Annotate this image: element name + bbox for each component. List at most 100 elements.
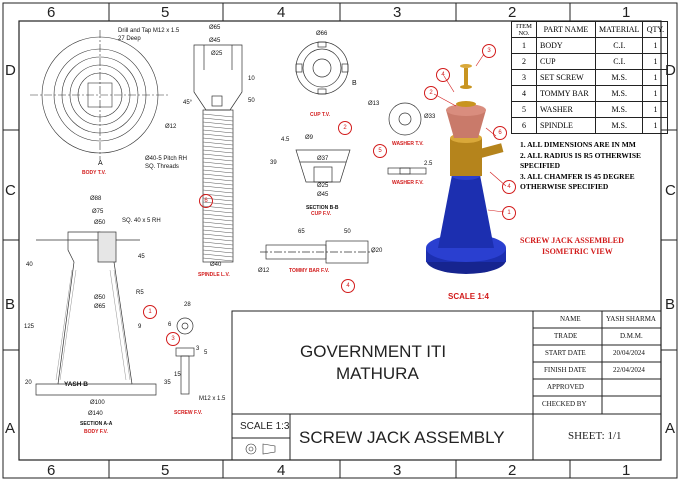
- dim-s6: 6: [168, 322, 172, 328]
- drawing-title: SCREW JACK ASSEMBLY: [299, 428, 505, 447]
- table-header-row: ITEM NO. PART NAME MATERIAL QTY.: [511, 21, 669, 38]
- table-cell: CUP: [536, 53, 596, 70]
- table-cell: M.S.: [594, 101, 644, 118]
- table-cell: SPINDLE: [536, 117, 596, 134]
- table-cell: 5: [511, 101, 537, 118]
- dim-deep: 27 Deep: [118, 36, 141, 42]
- thread-line: [202, 221, 234, 226]
- balloon-3: 3: [166, 332, 180, 346]
- view-label-washer-tv: WASHER T.V.: [392, 141, 424, 147]
- zone-label: D: [5, 62, 16, 79]
- dim-b50b: Ø50: [94, 295, 106, 301]
- thread-line: [202, 189, 234, 194]
- dim-m12: M12 x 1.5: [199, 396, 226, 402]
- thread-line: [202, 133, 234, 138]
- table-cell: M.S.: [594, 85, 644, 102]
- thread-line: [202, 125, 234, 130]
- iso-title: SCREW JACK ASSEMBLED: [520, 236, 624, 245]
- table-cell: BODY: [536, 37, 596, 54]
- table-cell: M.S.: [594, 117, 644, 134]
- view-label-cup-tv: CUP T.V.: [310, 112, 331, 118]
- view-label-section-aa: SECTION A-A: [80, 421, 113, 427]
- thread-line: [202, 177, 234, 182]
- dim-sq: SQ. Threads: [145, 164, 179, 170]
- thread-line: [202, 149, 234, 154]
- dim-t20: Ø20: [371, 248, 383, 254]
- dim-b125: 125: [24, 324, 35, 330]
- field-label-name: NAME: [560, 315, 581, 323]
- thread-line: [202, 129, 234, 134]
- thread-line: [202, 225, 234, 230]
- zone-label: 4: [277, 4, 286, 21]
- table-header: PART NAME: [536, 21, 596, 38]
- table-header: QTY.: [642, 21, 669, 38]
- view-label-washer-fv: WASHER F.V.: [392, 180, 424, 186]
- zone-label: 1: [622, 4, 631, 21]
- dim-d45: Ø45: [209, 38, 221, 44]
- general-notes: 1. ALL DIMENSIONS ARE IN MM 2. ALL RADIU…: [520, 140, 670, 193]
- dim-b75: Ø75: [92, 209, 104, 215]
- zone-label: 1: [622, 462, 631, 479]
- zone-label: C: [5, 182, 16, 199]
- thread-line: [202, 233, 234, 238]
- dim-r5: R5: [136, 290, 144, 296]
- sheet-number: SHEET: 1/1: [568, 430, 622, 442]
- thread-line: [202, 217, 234, 222]
- dim-b45: 45: [138, 254, 145, 260]
- zone-label: 3: [393, 462, 402, 479]
- dim-b20: 20: [25, 380, 32, 386]
- dim-b50: Ø50: [94, 220, 106, 226]
- zone-label: 6: [47, 4, 56, 21]
- table-cell: 3: [511, 69, 537, 86]
- table-cell: SET SCREW: [536, 69, 596, 86]
- dim-label-yash: YASH B: [64, 381, 88, 388]
- dim-b140: Ø140: [88, 411, 103, 417]
- thread-line: [202, 141, 234, 146]
- dim-w13: Ø13: [368, 101, 380, 107]
- thread-line: [202, 185, 234, 190]
- dim-t12: Ø12: [258, 268, 270, 274]
- field-label-checked: CHECKED BY: [542, 400, 587, 408]
- table-cell: TOMMY BAR: [536, 85, 596, 102]
- thread-line: [202, 117, 234, 122]
- dim-t50: 50: [344, 229, 351, 235]
- thread-line: [202, 165, 234, 170]
- thread-line: [202, 173, 234, 178]
- view-label-spindle-lv: SPINDLE L.V.: [198, 272, 230, 278]
- field-label-approved: APPROVED: [547, 383, 584, 391]
- dim-cup37: Ø37: [317, 156, 329, 162]
- thread-line: [202, 121, 234, 126]
- isometric-assembly: [426, 64, 506, 274]
- field-value-trade: D.M.M.: [620, 332, 643, 340]
- dim-d12: Ø12: [165, 124, 177, 130]
- balloon-4: 4: [341, 279, 355, 293]
- dim-s5: 5: [204, 350, 208, 356]
- thread-line: [202, 249, 234, 254]
- thread-line: [202, 113, 234, 118]
- iso-balloon-1: 1: [502, 206, 516, 220]
- dim-pitch: Ø40-5 Pitch RH: [145, 156, 188, 162]
- thread-line: [202, 161, 234, 166]
- institute-city: MATHURA: [336, 364, 419, 383]
- dim-d10: 10: [248, 76, 255, 82]
- dim-b9: 9: [138, 324, 142, 330]
- field-value-name: YASH SHARMA: [606, 315, 656, 323]
- zone-label: D: [665, 62, 676, 79]
- table-cell: 2: [511, 53, 537, 70]
- zone-label: 3: [393, 4, 402, 21]
- thread-line: [202, 253, 234, 258]
- dim-d40: Ø40: [210, 262, 222, 268]
- note: 3. ALL CHAMFER IS 45 DEGREE OTHERWISE SP…: [520, 172, 635, 191]
- dim-d65: Ø65: [209, 25, 221, 31]
- dim-s15: 15: [174, 372, 181, 378]
- dim-w25: 2.5: [424, 161, 433, 167]
- zone-label: 5: [161, 462, 170, 479]
- balloon-6: 6: [199, 194, 213, 208]
- dim-b88: Ø88: [90, 196, 102, 202]
- thread-line: [202, 237, 234, 242]
- iso-scale: SCALE 1:4: [448, 292, 489, 301]
